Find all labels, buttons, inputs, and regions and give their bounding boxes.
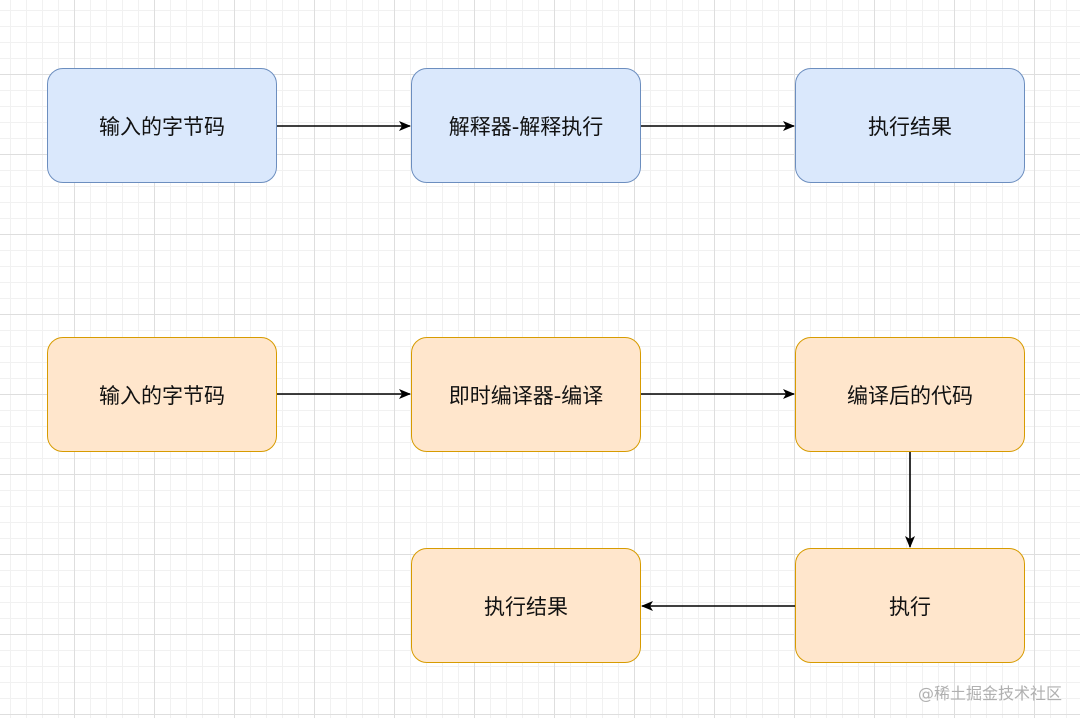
node-label: 即时编译器-编译 — [448, 383, 604, 408]
node-input-bytecode-interpreter: 输入的字节码 — [47, 68, 277, 183]
node-label: 输入的字节码 — [99, 383, 225, 408]
node-result-jit: 执行结果 — [411, 548, 641, 663]
node-label: 执行结果 — [868, 114, 952, 139]
node-input-bytecode-jit: 输入的字节码 — [47, 337, 277, 452]
watermark: @稀土掘金技术社区 — [917, 684, 1062, 703]
node-label: 执行结果 — [484, 594, 568, 619]
node-jit-compiler: 即时编译器-编译 — [411, 337, 641, 452]
node-execute: 执行 — [795, 548, 1025, 663]
node-interpreter: 解释器-解释执行 — [411, 68, 641, 183]
node-result-interpreter: 执行结果 — [795, 68, 1025, 183]
node-label: 解释器-解释执行 — [448, 114, 604, 139]
node-label: 输入的字节码 — [99, 114, 225, 139]
node-compiled-code: 编译后的代码 — [795, 337, 1025, 452]
node-label: 编译后的代码 — [847, 383, 973, 408]
node-label: 执行 — [889, 594, 931, 619]
